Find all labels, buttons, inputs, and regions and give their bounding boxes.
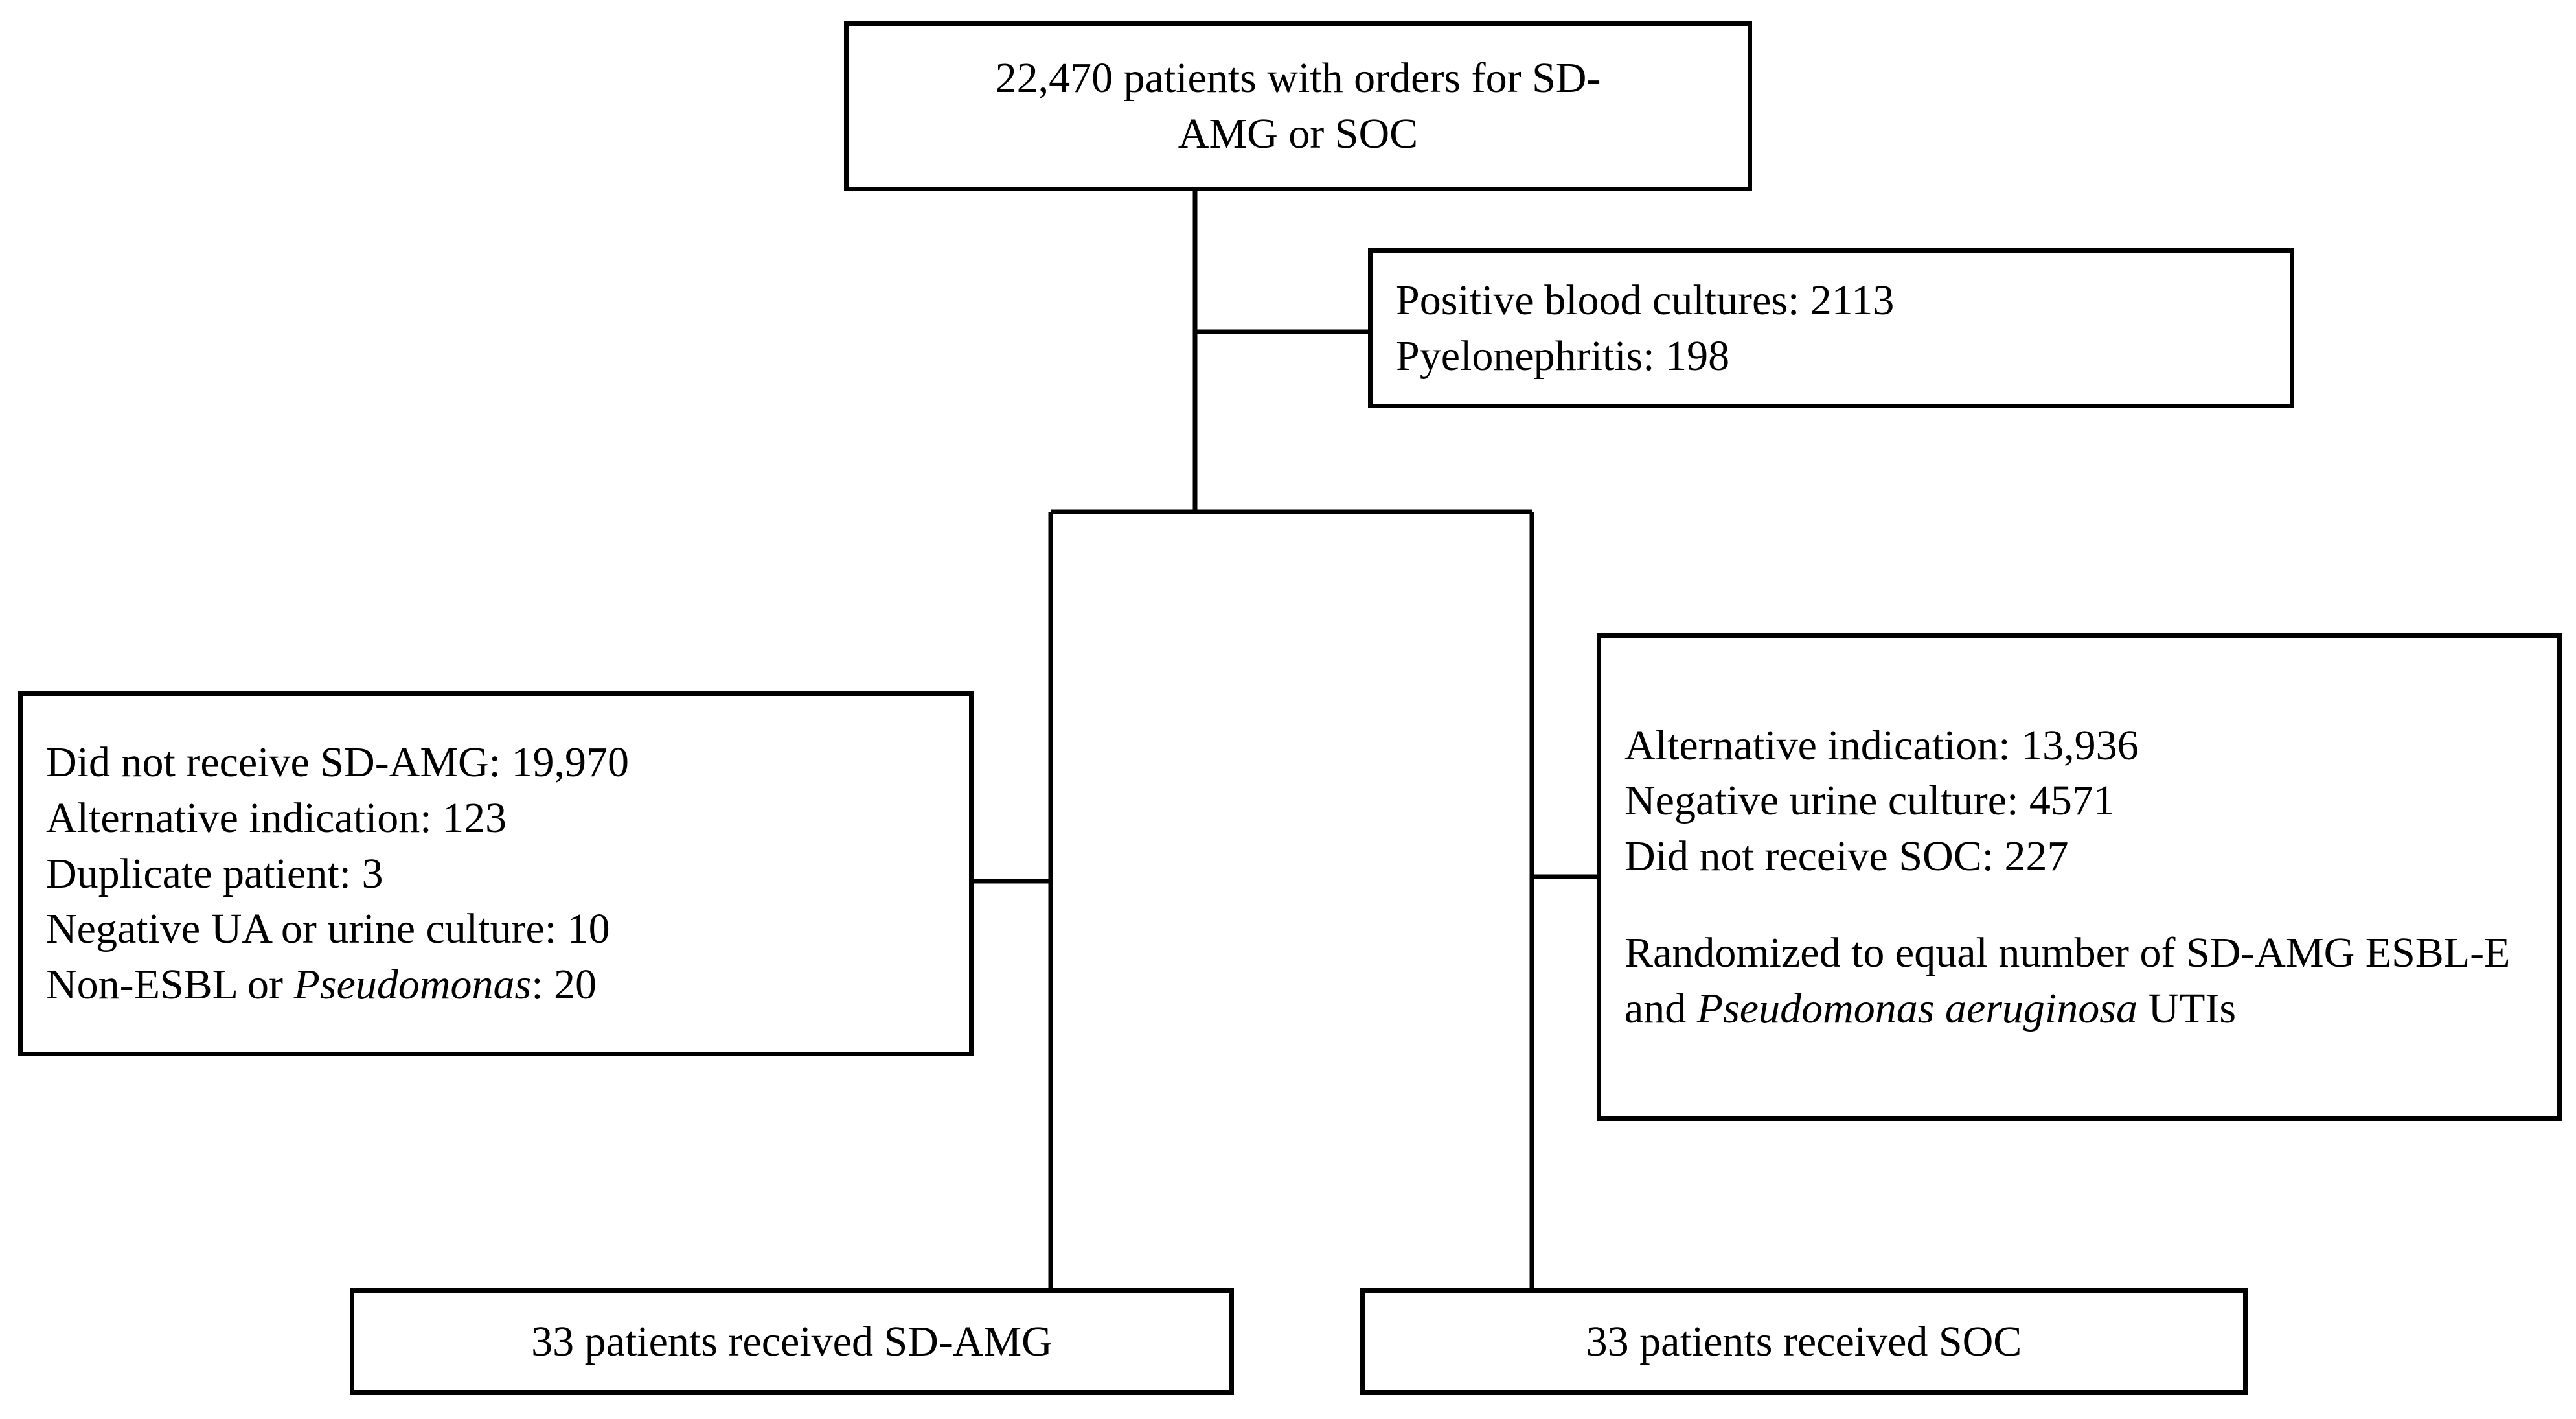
final-soc-box: 33 patients received SOC	[1360, 1288, 2248, 1395]
sdamg-exclusion-line-5-prefix: Non-ESBL or	[46, 961, 294, 1009]
sdamg-exclusion-line-2: Alternative indication: 123	[46, 794, 507, 842]
sdamg-exclusion-line-5-suffix: : 20	[531, 961, 597, 1009]
soc-randomization-note-suffix: UTIs	[2137, 984, 2237, 1032]
enrolled-patients-box: 22,470 patients with orders for SD- AMG …	[844, 21, 1752, 191]
final-sdamg-label: 33 patients received SD-AMG	[531, 1317, 1053, 1365]
final-sdamg-text: 33 patients received SD-AMG	[354, 1308, 1229, 1376]
overall-exclusions-text: Positive blood cultures: 2113 Pyelonephr…	[1373, 266, 2290, 391]
soc-exclusions-blank-line	[1624, 884, 2534, 925]
overall-exclusions-box: Positive blood cultures: 2113 Pyelonephr…	[1368, 248, 2294, 408]
enrolled-patients-text: 22,470 patients with orders for SD- AMG …	[849, 44, 1748, 168]
enrolled-line-2: AMG or SOC	[1178, 110, 1419, 157]
sdamg-exclusions-text: Did not receive SD-AMG: 19,970 Alternati…	[23, 728, 969, 1019]
final-soc-label: 33 patients received SOC	[1586, 1317, 2022, 1365]
sdamg-exclusion-line-5: Non-ESBL or Pseudomonas: 20	[46, 957, 946, 1013]
soc-exclusions-box: Alternative indication: 13,936 Negative …	[1597, 633, 2562, 1121]
soc-randomization-note-organism: Pseudomonas aeruginosa	[1696, 984, 2137, 1032]
enrolled-line-1: 22,470 patients with orders for SD-	[995, 54, 1601, 102]
final-sdamg-box: 33 patients received SD-AMG	[350, 1288, 1234, 1395]
soc-randomization-note: Randomized to equal number of SD-AMG ESB…	[1624, 925, 2534, 1037]
soc-exclusions-text: Alternative indication: 13,936 Negative …	[1601, 711, 2557, 1043]
sdamg-exclusion-line-1: Did not receive SD-AMG: 19,970	[46, 739, 630, 786]
soc-randomization-note-prefix: Randomized to equal number of SD-AMG ESB…	[1624, 929, 2521, 1032]
soc-exclusion-line-1: Alternative indication: 13,936	[1624, 721, 2139, 769]
soc-exclusion-line-3: Did not receive SOC: 227	[1624, 833, 2069, 881]
overall-exclusion-line-1: Positive blood cultures: 2113	[1396, 276, 1895, 324]
sdamg-exclusion-line-4: Negative UA or urine culture: 10	[46, 905, 610, 953]
sdamg-exclusion-line-3: Duplicate patient: 3	[46, 849, 383, 897]
final-soc-text: 33 patients received SOC	[1365, 1308, 2243, 1376]
overall-exclusion-line-2: Pyelonephritis: 198	[1396, 332, 1730, 380]
soc-exclusion-line-2: Negative urine culture: 4571	[1624, 777, 2115, 825]
sdamg-exclusion-line-5-organism: Pseudomonas	[293, 961, 532, 1009]
sdamg-exclusions-box: Did not receive SD-AMG: 19,970 Alternati…	[18, 691, 974, 1056]
